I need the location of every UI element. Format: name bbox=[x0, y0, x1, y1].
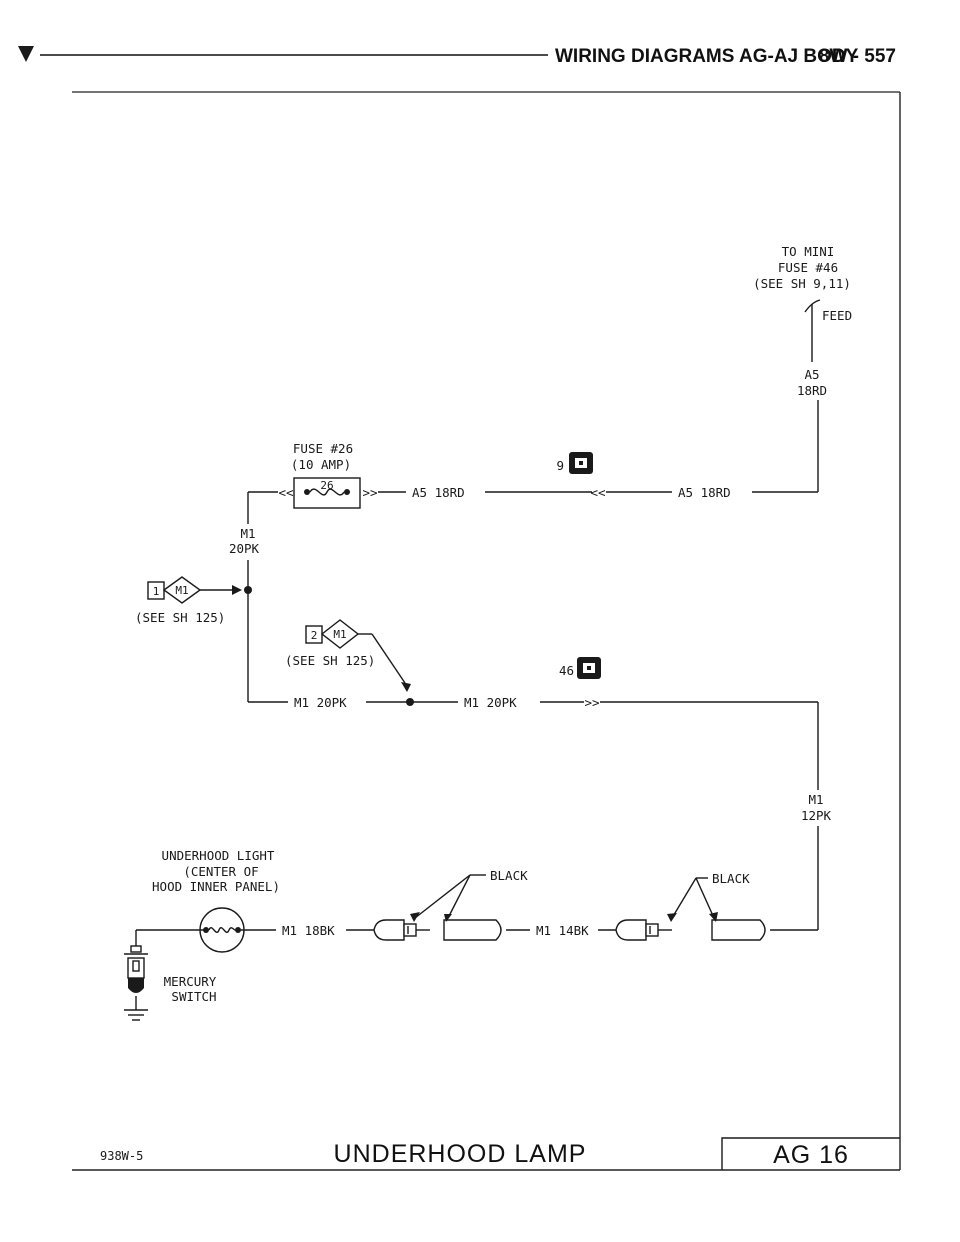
splice-bottom-left-label: M1 20PK bbox=[294, 695, 347, 710]
lamp-label-line2: (CENTER OF bbox=[183, 864, 258, 879]
splice-ref-2-number: 2 bbox=[311, 629, 318, 642]
fuse-label-line2: (10 AMP) bbox=[291, 457, 351, 472]
mercury-switch-icon bbox=[128, 978, 144, 993]
connector-9-chevron-icon: << bbox=[590, 485, 605, 500]
connector-2-leader-b bbox=[695, 877, 715, 919]
connector-2-leader-a bbox=[671, 877, 697, 919]
connector-1-arrow-b-icon bbox=[444, 914, 452, 922]
fuse-element-icon bbox=[309, 488, 345, 496]
feed-wire-code: A5 bbox=[804, 367, 819, 382]
feed-label: FEED bbox=[822, 308, 852, 323]
footer-sheet: AG 16 bbox=[773, 1141, 849, 1169]
connector-9-label: 9 bbox=[556, 458, 564, 473]
wire-a5-right-label: A5 18RD bbox=[678, 485, 731, 500]
splice-wire-code: M1 bbox=[240, 526, 255, 541]
header-triangle-icon bbox=[18, 46, 34, 62]
splice-ref-1-number: 1 bbox=[153, 585, 160, 598]
connector-1-color: BLACK bbox=[490, 868, 528, 883]
connector-2-color: BLACK bbox=[712, 871, 750, 886]
right-wire-code: M1 bbox=[808, 792, 823, 807]
splice-ref-2-see: (SEE SH 125) bbox=[285, 653, 375, 668]
connector-2-female bbox=[615, 919, 647, 941]
header-page-number: 8W - 557 bbox=[819, 46, 896, 67]
connector-2-arrow-b-icon bbox=[709, 912, 718, 922]
connector-46-label: 46 bbox=[559, 663, 574, 678]
connector-1-leader-a bbox=[414, 874, 471, 919]
fuse-terminal-right bbox=[344, 489, 350, 495]
splice-1-dot bbox=[244, 586, 252, 594]
mercury-switch-label-line1: MERCURY bbox=[164, 974, 217, 989]
splice-ref-1-code: M1 bbox=[175, 584, 188, 597]
splice-ref-1-see: (SEE SH 125) bbox=[135, 610, 225, 625]
feed-label-line2: FUSE #46 bbox=[778, 260, 838, 275]
splice-ref-2-code: M1 bbox=[333, 628, 346, 641]
wire-a5-left-label: A5 18RD bbox=[412, 485, 465, 500]
connector-2-male bbox=[711, 919, 766, 941]
footer-title: UNDERHOOD LAMP bbox=[334, 1140, 587, 1168]
connector-2-arrow-a-icon bbox=[667, 913, 677, 922]
feed-label-line3: (SEE SH 9,11) bbox=[753, 276, 851, 291]
connector-chevron-left-icon: << bbox=[278, 485, 293, 500]
splice-bottom-right-label: M1 20PK bbox=[464, 695, 517, 710]
lamp-wire1-label: M1 18BK bbox=[282, 923, 335, 938]
feed-wire-gauge: 18RD bbox=[797, 383, 827, 398]
lamp-filament-icon bbox=[208, 927, 236, 933]
splice-ref-1-arrow-icon bbox=[232, 585, 242, 595]
lamp-terminal-right bbox=[235, 927, 241, 933]
lamp-label-line1: UNDERHOOD LIGHT bbox=[162, 848, 275, 863]
connector-1-pin-icon bbox=[403, 923, 417, 937]
splice-wire-gauge: 20PK bbox=[229, 541, 260, 556]
connector-46-icon bbox=[577, 657, 601, 679]
lamp-label-line3: HOOD INNER PANEL) bbox=[152, 879, 280, 894]
mercury-switch-cap bbox=[130, 945, 142, 953]
connector-2-pin-icon bbox=[645, 923, 659, 937]
mercury-switch-label-line2: SWITCH bbox=[171, 989, 216, 1004]
connector-46-chevron-icon: >> bbox=[584, 695, 599, 710]
mercury-switch-contact bbox=[132, 960, 140, 972]
connector-1-female bbox=[373, 919, 405, 941]
splice-ref-2-diagonal bbox=[371, 633, 406, 684]
connector-chevron-right-icon: >> bbox=[362, 485, 377, 500]
right-wire-gauge: 12PK bbox=[801, 808, 832, 823]
feed-label-line1: TO MINI bbox=[782, 244, 835, 259]
connector-1-arrow-a-icon bbox=[410, 912, 420, 922]
connector-1-male bbox=[443, 919, 502, 941]
connector-1-leader-b bbox=[447, 874, 471, 919]
fuse-label-line1: FUSE #26 bbox=[293, 441, 353, 456]
splice-ref-2-arrow-icon bbox=[401, 682, 411, 692]
fuse-terminal-left bbox=[304, 489, 310, 495]
lamp-wire2-label: M1 14BK bbox=[536, 923, 589, 938]
footer-ref-code: 938W-5 bbox=[100, 1149, 143, 1163]
header-title: WIRING DIAGRAMS AG-AJ BODY bbox=[555, 46, 859, 67]
splice-2-dot bbox=[406, 698, 414, 706]
connector-9-icon bbox=[569, 452, 593, 474]
footer-sheet-box bbox=[721, 1137, 900, 1170]
